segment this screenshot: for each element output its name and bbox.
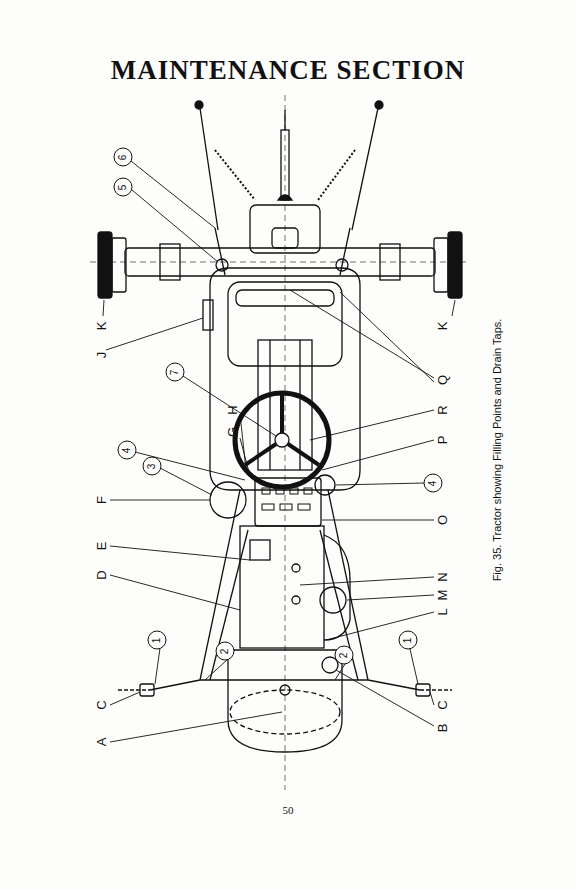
callout-text: 1 <box>403 637 413 643</box>
callout-number: 2 <box>216 642 235 661</box>
part-letter: A <box>95 738 109 747</box>
callout-number: 5 <box>114 178 133 197</box>
callout-number: 7 <box>166 363 185 382</box>
callout-number: 2 <box>335 646 354 665</box>
callout-text: 4 <box>428 480 438 486</box>
part-letter: G <box>226 427 240 437</box>
callout-number: 4 <box>118 441 137 460</box>
part-letter: N <box>436 572 450 581</box>
part-letter: K <box>95 322 109 331</box>
callout-number: 1 <box>399 631 418 650</box>
part-letter: L <box>436 608 450 615</box>
part-letter: C <box>95 700 109 709</box>
callout-number: 1 <box>148 631 167 650</box>
part-letter: E <box>95 542 109 551</box>
part-letter: H <box>226 405 240 414</box>
part-letter: D <box>95 570 109 579</box>
callout-number: 3 <box>143 457 162 476</box>
callout-text: 1 <box>152 637 162 643</box>
part-letter: C <box>436 700 450 709</box>
figure-caption: Fig. 35. Tractor showing Filling Points … <box>491 319 503 582</box>
part-letter: P <box>436 436 450 445</box>
part-letter: O <box>436 515 450 525</box>
callout-text: 4 <box>122 447 132 453</box>
callout-number: 6 <box>114 148 133 167</box>
callout-text: 7 <box>170 369 180 375</box>
part-letter: F <box>95 496 109 504</box>
part-letter: J <box>95 352 109 359</box>
callout-number: 4 <box>424 474 443 493</box>
page-title: MAINTENANCE SECTION <box>111 55 465 86</box>
callout-text: 2 <box>220 648 230 654</box>
part-letter: M <box>436 590 450 601</box>
part-letter: Q <box>436 375 450 385</box>
part-letter: B <box>436 724 450 733</box>
page-number: 50 <box>283 804 294 816</box>
callout-text: 2 <box>339 652 349 658</box>
callout-text: 6 <box>118 154 128 160</box>
callout-text: 3 <box>147 463 157 469</box>
callout-text: 5 <box>118 184 128 190</box>
part-letter: K <box>436 322 450 331</box>
part-letter: R <box>436 405 450 414</box>
